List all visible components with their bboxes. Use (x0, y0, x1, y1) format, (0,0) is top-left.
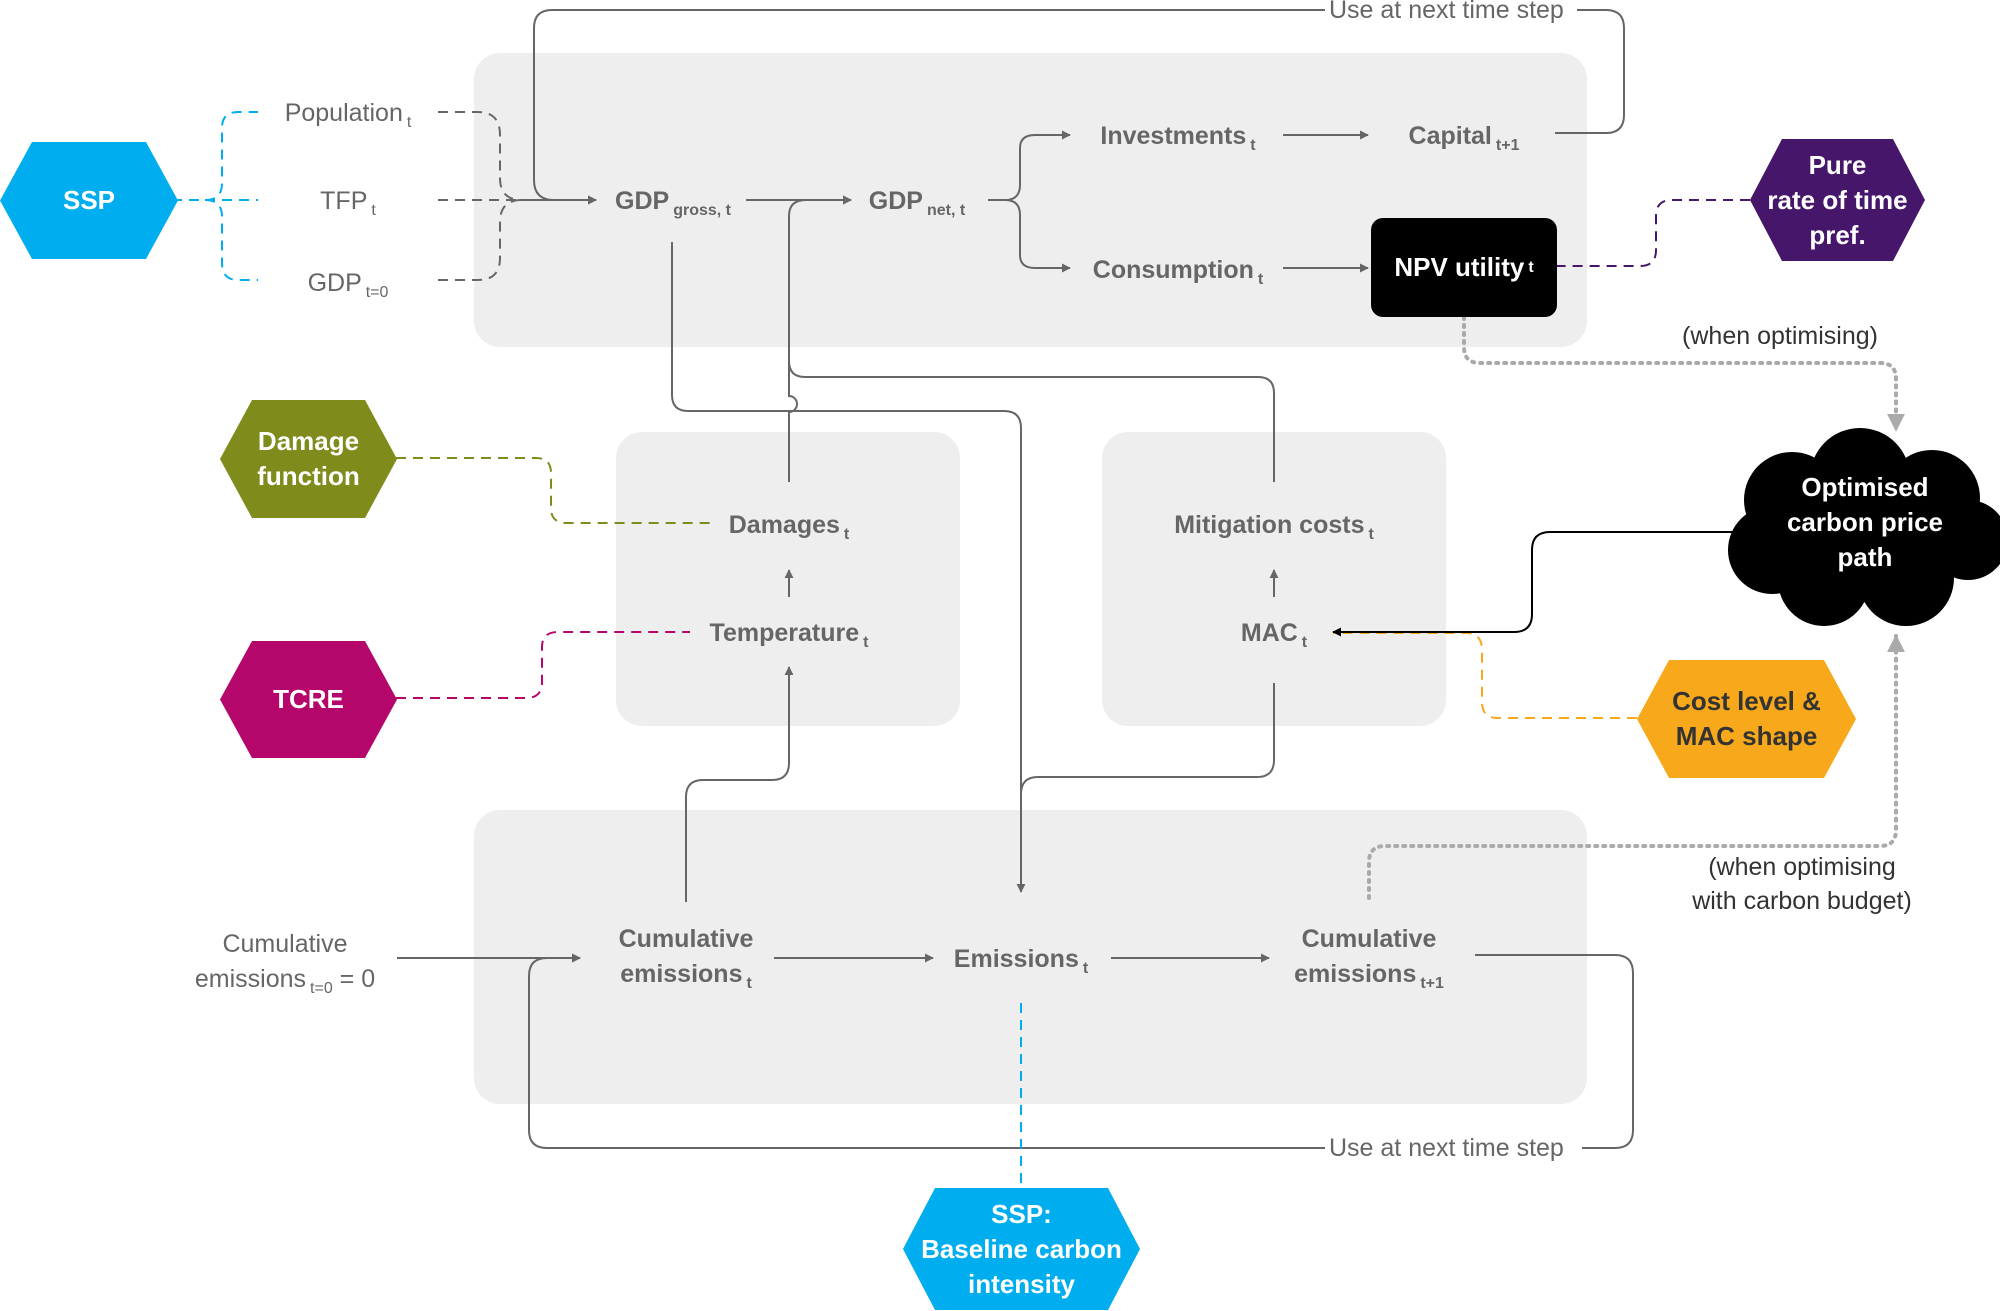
carbon-price-label-line2: carbon price (1786, 507, 1944, 537)
next-time-step-label-top: Use at next time step (1325, 0, 1568, 25)
damage-function-line (396, 457, 710, 524)
ssp-carbon-label-line2: Baseline carbon (921, 1233, 1122, 1264)
ssp-carbon-label-line1: SSP: (991, 1198, 1052, 1229)
npv-utility-label: NPV utility (1394, 252, 1525, 282)
ssp-label: SSP (62, 185, 116, 215)
when-optimising-budget-note: (when optimising with carbon budget) (1692, 853, 1912, 915)
damage-function-label-line2: function (257, 461, 360, 491)
damage-function-hexagon: Damage function (220, 400, 397, 518)
ssp-hexagon: SSP (0, 142, 178, 259)
cost-level-hexagon: Cost level & MAC shape (1637, 660, 1856, 778)
gdp-inputs-dashed (438, 111, 523, 281)
ssp-carbon-label-line3: intensity (968, 1268, 1075, 1299)
tcre-label: TCRE (273, 684, 344, 714)
pure-rate-hexagon: Pure rate of time pref. (1750, 139, 1925, 261)
pure-rate-line (1557, 199, 1750, 267)
pure-rate-label-line2: rate of time (1767, 184, 1908, 215)
dotted-links (1367, 315, 1905, 900)
carbon-price-label-line1: Optimised (1801, 472, 1929, 502)
solid-flows (397, 9, 1634, 1149)
cost-level-label-line2: MAC shape (1675, 721, 1818, 751)
cost-level-line (1333, 632, 1637, 719)
carbon-price-label-line3: path (1837, 542, 1893, 572)
tcre-line (396, 631, 690, 699)
pure-rate-label-line3: pref. (1809, 219, 1866, 250)
pure-rate-label-line1: Pure (1808, 149, 1867, 180)
emissions-box (474, 810, 1587, 1104)
damage-function-label-line1: Damage (257, 426, 360, 456)
ssp-bracket (172, 111, 258, 281)
cost-level-label-line1: Cost level & (1672, 686, 1821, 716)
ssp-carbon-intensity-hexagon: SSP: Baseline carbon intensity (903, 1188, 1140, 1310)
carbon-price-cloud (1728, 428, 2000, 626)
next-time-step-label-bottom: Use at next time step (1325, 1133, 1568, 1163)
when-optimising-note: (when optimising) (1682, 322, 1878, 350)
carbon-price-to-mac (1332, 531, 1738, 637)
tcre-hexagon: TCRE (220, 641, 397, 758)
